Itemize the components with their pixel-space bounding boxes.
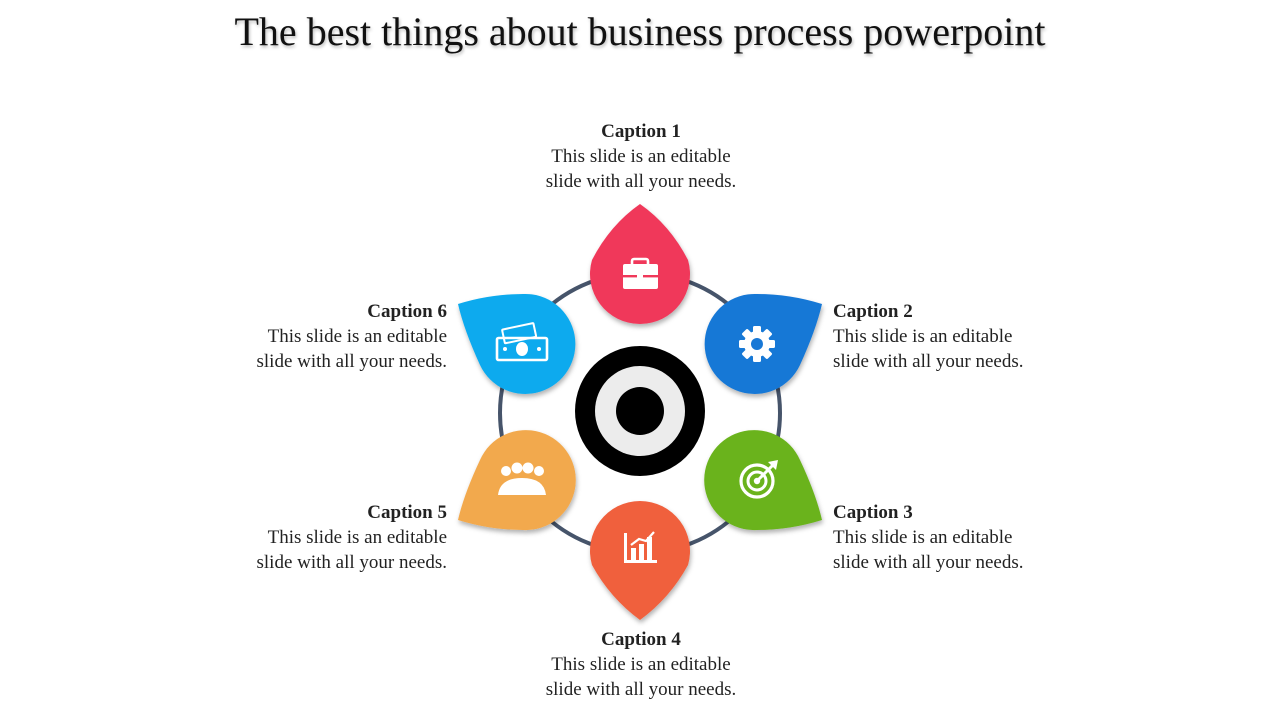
step-6-drop xyxy=(458,293,576,394)
caption-1-text-2: slide with all your needs. xyxy=(545,171,737,192)
step-3-drop xyxy=(704,430,822,531)
caption-2-title: Caption 2 xyxy=(833,301,913,322)
bar-chart-icon xyxy=(624,531,657,563)
caption-6: Caption 6 This slide is an editable slid… xyxy=(187,299,448,374)
caption-1: Caption 1 This slide is an editable slid… xyxy=(511,119,771,194)
target-icon xyxy=(739,460,778,499)
caption-4: Caption 4 This slide is an editable slid… xyxy=(511,627,771,702)
caption-3-title: Caption 3 xyxy=(833,502,913,523)
caption-6-title: Caption 6 xyxy=(367,301,447,322)
money-icon xyxy=(495,322,549,362)
caption-3-text-2: slide with all your needs. xyxy=(833,552,1024,573)
caption-1-title: Caption 1 xyxy=(601,121,681,142)
caption-1-text-1: This slide is an editable xyxy=(551,146,731,167)
caption-3-text-1: This slide is an editable xyxy=(833,527,1013,548)
caption-4-text-1: This slide is an editable xyxy=(551,654,731,675)
caption-5-text-2: slide with all your needs. xyxy=(256,552,448,573)
team-icon xyxy=(498,462,546,495)
caption-2: Caption 2 This slide is an editable slid… xyxy=(833,299,1093,374)
caption-4-title: Caption 4 xyxy=(601,629,681,650)
gear-icon xyxy=(739,326,775,362)
caption-5-text-1: This slide is an editable xyxy=(267,527,447,548)
caption-2-text-1: This slide is an editable xyxy=(833,326,1013,347)
caption-5: Caption 5 This slide is an editable slid… xyxy=(187,500,448,575)
caption-6-text-1: This slide is an editable xyxy=(267,326,447,347)
slide-title: The best things about business process p… xyxy=(234,9,1046,54)
caption-2-text-2: slide with all your needs. xyxy=(833,351,1024,372)
caption-6-text-2: slide with all your needs. xyxy=(256,351,448,372)
caption-4-text-2: slide with all your needs. xyxy=(545,679,737,700)
briefcase-icon xyxy=(623,257,658,289)
caption-5-title: Caption 5 xyxy=(367,502,447,523)
center-target-icon xyxy=(575,346,705,476)
caption-3: Caption 3 This slide is an editable slid… xyxy=(833,500,1093,575)
